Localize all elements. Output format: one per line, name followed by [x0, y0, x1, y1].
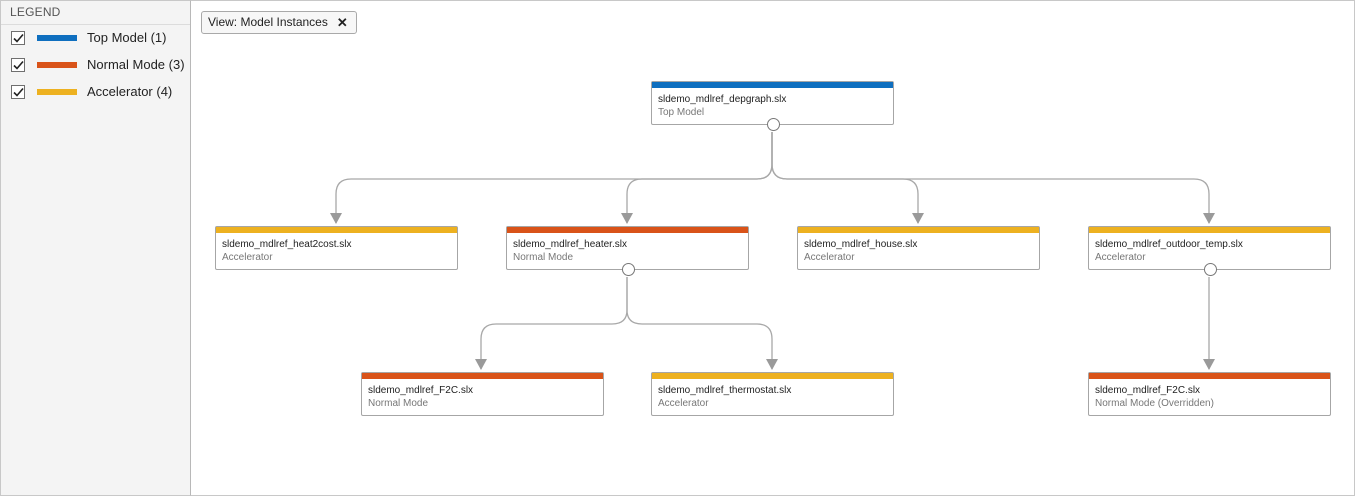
- node-mode-bar: [1089, 227, 1330, 233]
- node-mode: Normal Mode: [368, 398, 429, 409]
- node-mode: Accelerator: [1095, 252, 1146, 263]
- edge-depgraph-heater: [621, 132, 773, 224]
- node-mode: Accelerator: [222, 252, 273, 263]
- node-mode-bar: [362, 373, 603, 379]
- checkbox-top-model[interactable]: [11, 31, 25, 45]
- legend-item-accelerator[interactable]: Accelerator (4): [1, 83, 191, 101]
- expand-port-icon[interactable]: [767, 118, 780, 131]
- edge-heater-thermostat: [626, 277, 778, 370]
- legend-swatch-top-model: [37, 35, 77, 41]
- legend-swatch-accelerator: [37, 89, 77, 95]
- node-name: sldemo_mdlref_F2C.slx: [1095, 385, 1201, 396]
- node-depgraph[interactable]: sldemo_mdlref_depgraph.slx Top Model: [651, 81, 894, 131]
- node-name: sldemo_mdlref_heat2cost.slx: [222, 239, 352, 250]
- legend-label-top-model: Top Model (1): [87, 30, 167, 45]
- view-chip[interactable]: View: Model Instances ✕: [201, 11, 357, 34]
- edges-layer: [330, 132, 1215, 370]
- legend-item-top-model[interactable]: Top Model (1): [1, 29, 191, 47]
- view-chip-label: View: Model Instances: [208, 15, 328, 29]
- checkmark-icon: [13, 87, 24, 97]
- edge-depgraph-heat2cost: [330, 132, 773, 224]
- node-mode: Accelerator: [804, 252, 855, 263]
- graph-canvas[interactable]: View: Model Instances ✕ sldemo_mdlref_de…: [191, 0, 1355, 496]
- legend-item-normal-mode[interactable]: Normal Mode (3): [1, 56, 191, 74]
- legend-panel: LEGEND Top Model (1) Normal Mode (3) Acc…: [0, 0, 191, 496]
- node-mode-bar: [507, 227, 748, 233]
- node-name: sldemo_mdlref_outdoor_temp.slx: [1095, 239, 1243, 250]
- edge-depgraph-outdoor: [771, 132, 1215, 224]
- edge-depgraph-house: [771, 132, 924, 224]
- node-mode-bar: [1089, 373, 1330, 379]
- node-mode-bar: [798, 227, 1039, 233]
- node-mode: Normal Mode (Overridden): [1095, 398, 1214, 409]
- edge-heater-f2c: [475, 277, 628, 370]
- node-f2c-normal[interactable]: sldemo_mdlref_F2C.slx Normal Mode: [361, 372, 604, 416]
- node-mode-bar: [216, 227, 457, 233]
- node-thermostat[interactable]: sldemo_mdlref_thermostat.slx Accelerator: [651, 372, 894, 416]
- checkbox-normal-mode[interactable]: [11, 58, 25, 72]
- legend-swatch-normal-mode: [37, 62, 77, 68]
- checkbox-accelerator[interactable]: [11, 85, 25, 99]
- node-f2c-overridden[interactable]: sldemo_mdlref_F2C.slx Normal Mode (Overr…: [1088, 372, 1331, 416]
- node-mode: Accelerator: [658, 398, 709, 409]
- node-name: sldemo_mdlref_house.slx: [804, 239, 918, 250]
- expand-port-icon[interactable]: [1204, 263, 1217, 276]
- checkmark-icon: [13, 60, 24, 70]
- legend-label-normal-mode: Normal Mode (3): [87, 57, 185, 72]
- checkmark-icon: [13, 33, 24, 43]
- node-name: sldemo_mdlref_heater.slx: [513, 239, 627, 250]
- node-mode: Normal Mode: [513, 252, 574, 263]
- node-outdoor-temp[interactable]: sldemo_mdlref_outdoor_temp.slx Accelerat…: [1088, 226, 1331, 276]
- node-heat2cost[interactable]: sldemo_mdlref_heat2cost.slx Accelerator: [215, 226, 458, 270]
- expand-port-icon[interactable]: [622, 263, 635, 276]
- node-mode-bar: [652, 373, 893, 379]
- close-icon[interactable]: ✕: [336, 15, 348, 30]
- node-name: sldemo_mdlref_F2C.slx: [368, 385, 474, 396]
- node-mode-bar: [652, 82, 893, 88]
- node-house[interactable]: sldemo_mdlref_house.slx Accelerator: [797, 226, 1040, 270]
- node-name: sldemo_mdlref_thermostat.slx: [658, 385, 792, 396]
- legend-title: LEGEND: [1, 1, 190, 25]
- node-mode: Top Model: [658, 107, 705, 118]
- legend-label-accelerator: Accelerator (4): [87, 84, 173, 99]
- node-name: sldemo_mdlref_depgraph.slx: [658, 94, 787, 105]
- node-heater[interactable]: sldemo_mdlref_heater.slx Normal Mode: [506, 226, 749, 276]
